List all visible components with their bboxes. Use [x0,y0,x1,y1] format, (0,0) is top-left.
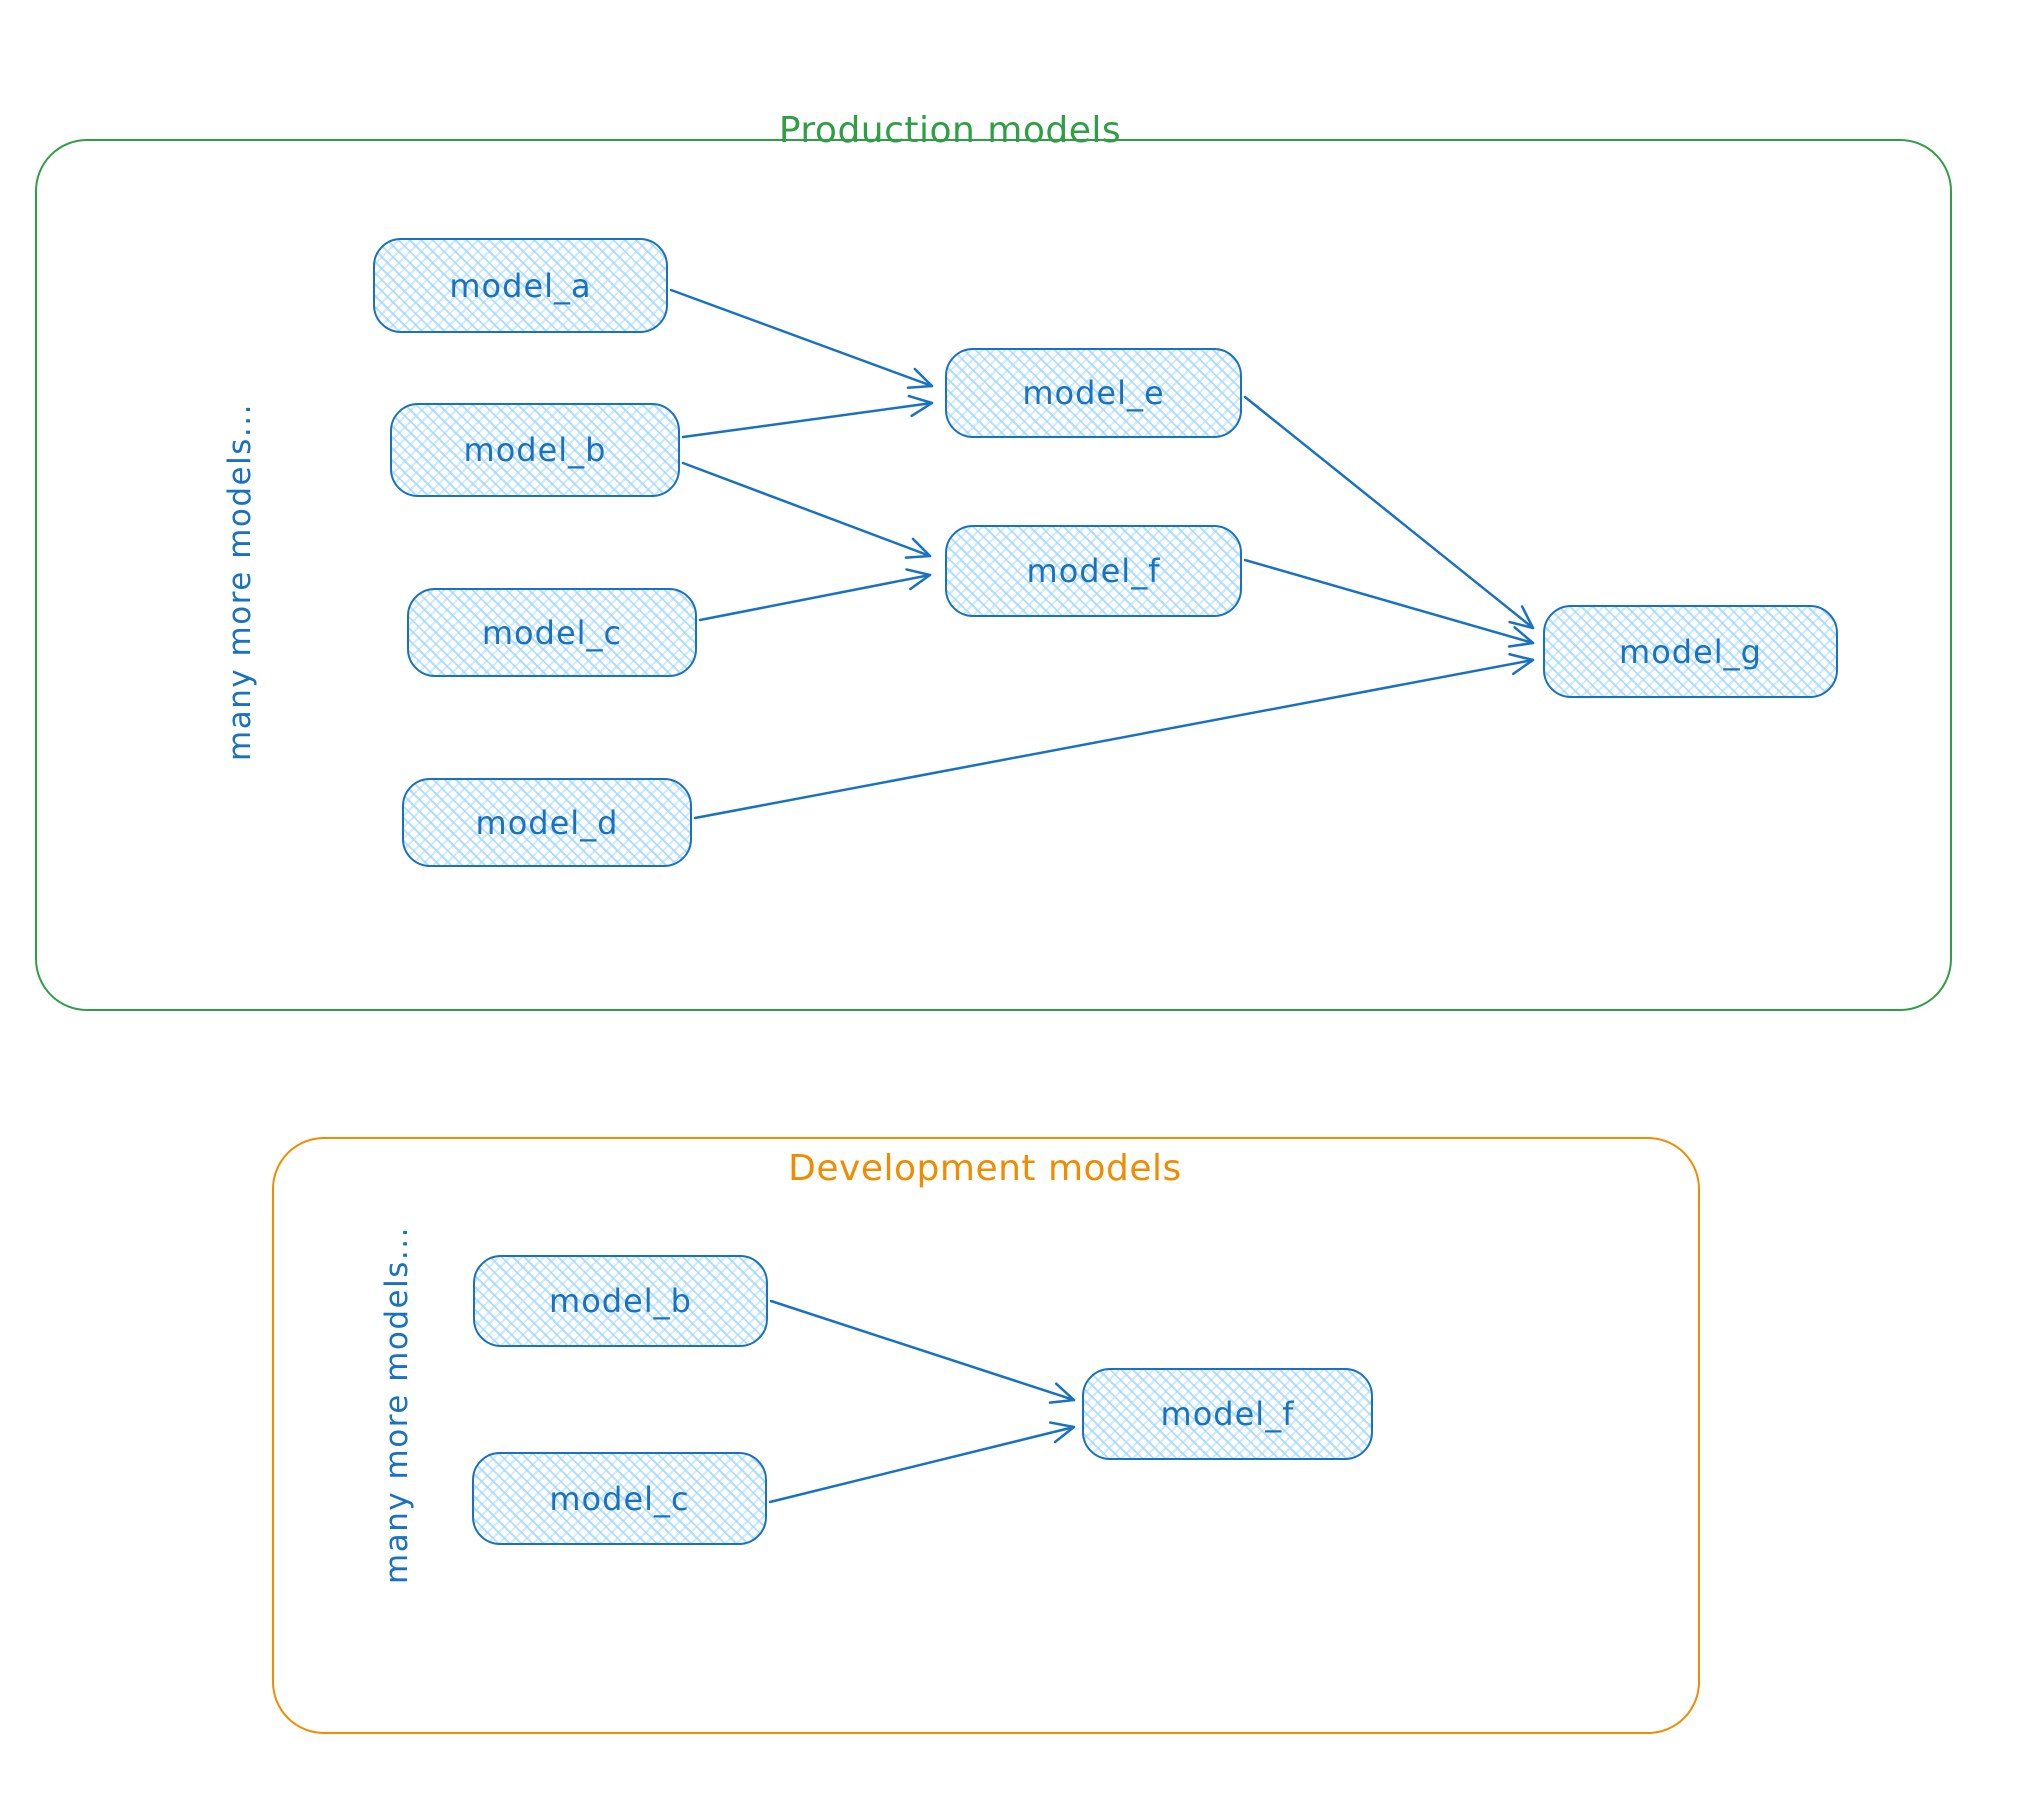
node-dev-model-f[interactable]: model_f [1082,1368,1373,1460]
node-dev-model-b[interactable]: model_b [473,1255,768,1347]
node-model-d[interactable]: model_d [402,778,692,867]
node-dev-model-c[interactable]: model_c [472,1452,767,1545]
production-side-label: many more models... [222,403,258,761]
production-container [35,139,1952,1011]
node-dev-model-c-label: model_c [549,1479,690,1518]
node-model-b[interactable]: model_b [390,403,680,497]
development-section-title: Development models [788,1148,1182,1189]
node-model-g-label: model_g [1619,632,1762,671]
node-model-e[interactable]: model_e [945,348,1242,438]
node-dev-model-f-label: model_f [1160,1395,1295,1433]
node-dev-model-b-label: model_b [549,1282,692,1320]
node-model-c[interactable]: model_c [407,588,697,677]
development-side-label: many more models... [379,1226,415,1584]
node-model-a-label: model_a [449,266,592,305]
node-model-d-label: model_d [475,803,619,842]
production-section-title: Production models [778,110,1122,151]
node-model-e-label: model_e [1022,374,1165,412]
development-container [272,1137,1700,1734]
node-model-g[interactable]: model_g [1543,605,1838,698]
node-model-f[interactable]: model_f [945,525,1242,617]
node-model-b-label: model_b [463,431,607,469]
node-model-c-label: model_c [481,613,623,652]
node-model-a[interactable]: model_a [373,238,668,333]
node-model-f-label: model_f [1026,552,1161,590]
